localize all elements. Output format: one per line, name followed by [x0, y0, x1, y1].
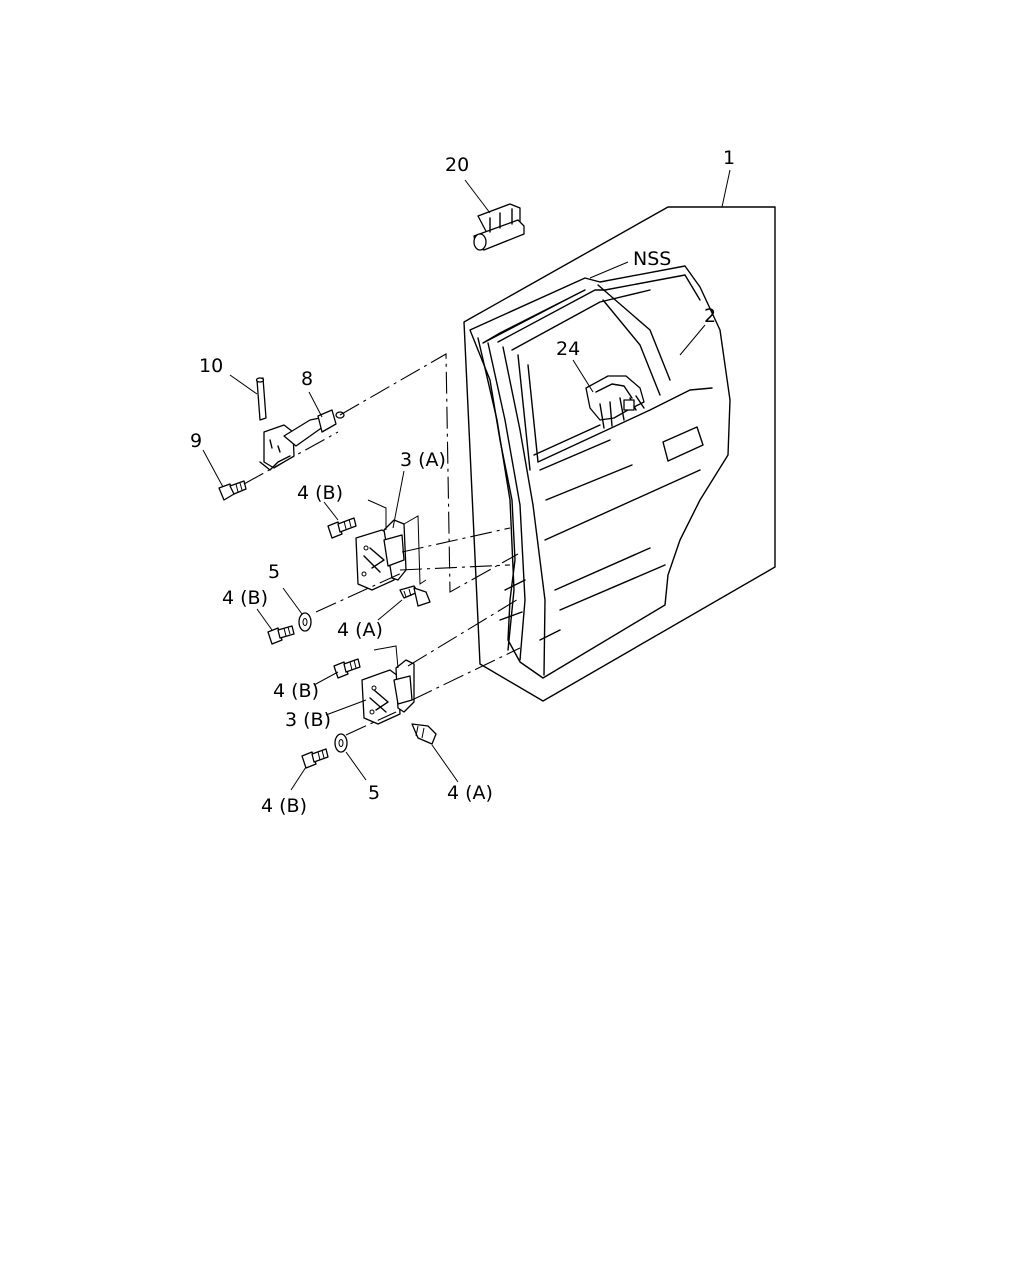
callout-part-8: 8: [301, 368, 313, 390]
bolt-icon: [267, 625, 295, 645]
callout-part-3a: 3 (A): [400, 449, 446, 471]
bolt-icon: [333, 658, 361, 679]
callout-part-20: 20: [445, 154, 469, 176]
callout-part-5-2: 5: [368, 782, 380, 804]
door-lock-icon: [585, 375, 645, 429]
callout-part-24: 24: [556, 338, 580, 360]
callout-part-5-1: 5: [268, 561, 280, 583]
callout-part-2: 2: [704, 305, 716, 327]
door-check-link-icon: [259, 409, 345, 471]
assembly-centerlines: [243, 353, 521, 736]
upper-hinge-icon: [355, 499, 427, 591]
callout-part-4b-1: 4 (B): [297, 482, 343, 504]
leader-lines: [202, 169, 731, 791]
hinge-pin-icon: [473, 203, 525, 251]
callout-part-4b-4: 4 (B): [261, 795, 307, 817]
callout-part-4b-2: 4 (B): [222, 587, 268, 609]
door-panel-icon: [463, 206, 776, 702]
bolt-icon: [218, 480, 247, 501]
callout-part-4a-2: 4 (A): [447, 782, 493, 804]
bolt-icon: [399, 585, 431, 607]
callout-part-9: 9: [190, 430, 202, 452]
washer-icon: [334, 733, 348, 753]
callout-nss: NSS: [633, 248, 671, 270]
bolt-icon: [327, 517, 357, 539]
callout-part-3b: 3 (B): [285, 709, 331, 731]
pin-icon: [255, 377, 267, 421]
bolt-icon: [411, 723, 437, 745]
bolt-icon: [301, 748, 329, 769]
callout-part-10: 10: [199, 355, 223, 377]
callout-part-4b-3: 4 (B): [273, 680, 319, 702]
callout-part-1: 1: [723, 147, 735, 169]
washer-icon: [298, 612, 312, 632]
callout-part-4a-1: 4 (A): [337, 619, 383, 641]
lower-hinge-icon: [361, 645, 415, 725]
